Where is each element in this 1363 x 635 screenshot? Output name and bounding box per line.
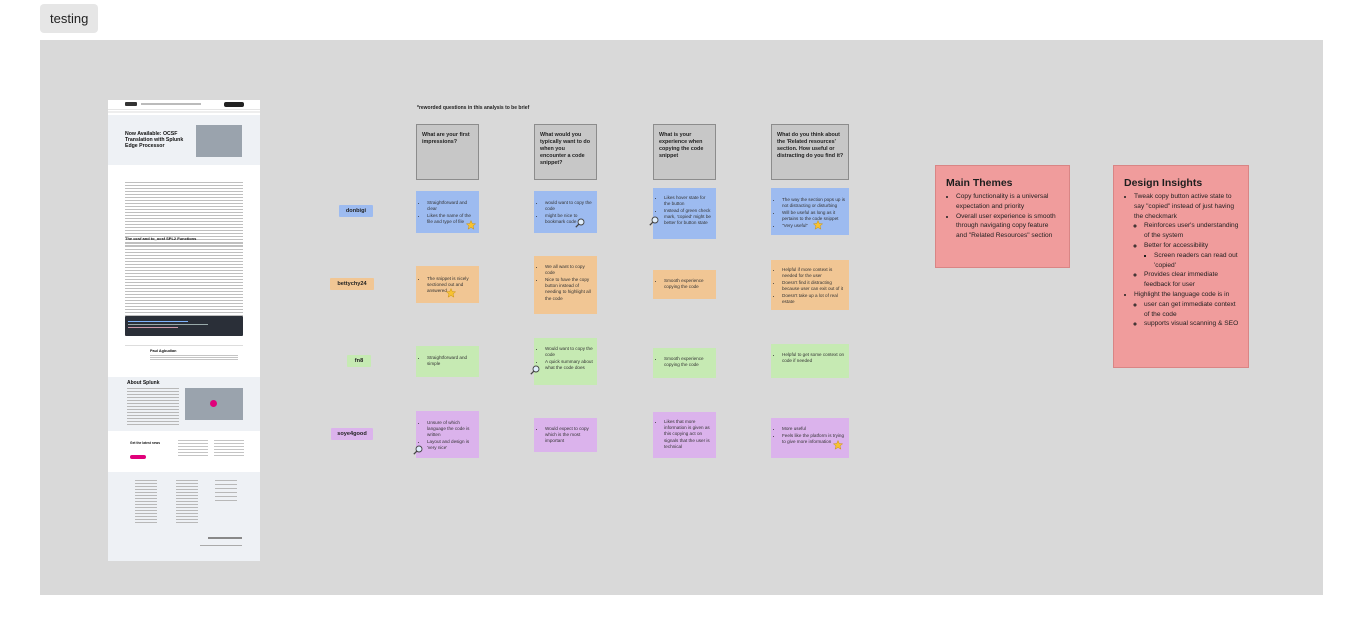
sticky-note-r4-c3[interactable]: Likes that more information is given as … xyxy=(653,412,716,458)
star-sticker-icon[interactable] xyxy=(466,220,476,230)
about-splunk-section: About Splunk xyxy=(108,377,260,431)
participant-label-bettychy24[interactable]: bettychy24 xyxy=(330,278,374,290)
participant-label-fn8[interactable]: fn8 xyxy=(347,355,371,367)
about-video xyxy=(185,388,243,420)
sticky-note-r3-c4[interactable]: Helpful to get some context on code if n… xyxy=(771,344,849,378)
sticky-note-r2-c1[interactable]: The snippet is nicely sectioned out and … xyxy=(416,266,479,303)
thumbnail-nav xyxy=(108,100,260,110)
sticky-note-r4-c2[interactable]: Would expect to copy which is the most i… xyxy=(534,418,597,452)
question-card-3[interactable]: What is your experience when copying the… xyxy=(653,124,716,180)
tab-testing[interactable]: testing xyxy=(40,4,99,33)
sticky-note-r1-c1[interactable]: Straightforward and clearLikes the name … xyxy=(416,191,479,233)
sticky-note-r1-c3[interactable]: Likes hover state for the buttonInstead … xyxy=(653,188,716,239)
star-sticker-icon[interactable] xyxy=(446,288,456,298)
main-themes-title: Main Themes xyxy=(946,177,1013,189)
hero-image xyxy=(196,125,242,157)
sticky-note-r2-c2[interactable]: We all want to copy codeNice to have the… xyxy=(534,256,597,314)
play-icon xyxy=(210,400,217,407)
insight-item: Highlight the language code is in user c… xyxy=(1134,290,1240,329)
magnifier-sticker-icon[interactable] xyxy=(649,216,659,226)
main-themes-card[interactable]: Main Themes Copy functionality is a univ… xyxy=(935,165,1070,268)
author-name: Paul Agbudian xyxy=(150,349,177,353)
article-body-text-2 xyxy=(125,243,243,316)
participant-label-donbigi[interactable]: donbigi xyxy=(339,205,373,217)
sticky-note-r1-c2[interactable]: would want to copy the codemight be nice… xyxy=(534,191,597,233)
article-body-text xyxy=(125,182,243,247)
thumbnail-hero: Now Available: OCSF Translation with Spl… xyxy=(108,115,260,165)
main-theme-item: Overall user experience is smooth throug… xyxy=(956,212,1061,241)
magnifier-sticker-icon[interactable] xyxy=(413,445,423,455)
question-card-4[interactable]: What do you think about the 'Related res… xyxy=(771,124,849,180)
board-header-note: *reworded questions in this analysis to … xyxy=(417,105,530,111)
splunk-logo xyxy=(125,102,137,106)
code-snippet-block xyxy=(125,316,243,336)
thumbnail-headline: Now Available: OCSF Translation with Spl… xyxy=(125,131,184,149)
sticky-note-r1-c4[interactable]: The way the section pops up is not distr… xyxy=(771,188,849,235)
thumbnail-footer xyxy=(108,472,260,561)
magnifier-sticker-icon[interactable] xyxy=(575,218,585,228)
sticky-note-r2-c4[interactable]: Helpful if more context is needed for th… xyxy=(771,260,849,310)
sticky-note-r3-c3[interactable]: Smooth experience copying the code xyxy=(653,348,716,378)
star-sticker-icon[interactable] xyxy=(813,220,823,230)
sticky-note-r3-c2[interactable]: Would want to copy the codeA quick summa… xyxy=(534,338,597,385)
question-card-2[interactable]: What would you typically want to do when… xyxy=(534,124,597,180)
sticky-note-r3-c1[interactable]: Straightforward and simple xyxy=(416,346,479,377)
subscribe-button xyxy=(130,455,146,459)
design-insights-title: Design Insights xyxy=(1124,177,1203,189)
sticky-note-r4-c1[interactable]: Unsure of which language the code is wri… xyxy=(416,411,479,458)
sticky-note-r4-c4[interactable]: More usefulFeels like the platform is tr… xyxy=(771,418,849,458)
design-insights-card[interactable]: Design Insights Tweak copy button active… xyxy=(1113,165,1249,368)
whiteboard-canvas[interactable]: Now Available: OCSF Translation with Spl… xyxy=(40,40,1323,595)
main-theme-item: Copy functionality is a universal expect… xyxy=(956,192,1061,212)
insight-item: Tweak copy button active state to say "c… xyxy=(1134,192,1240,290)
sticky-note-r2-c3[interactable]: Smooth experience copying the code xyxy=(653,270,716,299)
star-sticker-icon[interactable] xyxy=(833,440,843,450)
section-heading: The ocsf and to_ocsf SPL2 Functions xyxy=(125,236,197,241)
splunk-page-screenshot: Now Available: OCSF Translation with Spl… xyxy=(108,100,260,561)
participant-label-soye4good[interactable]: soye4good xyxy=(331,428,373,440)
magnifier-sticker-icon[interactable] xyxy=(530,365,540,375)
newsletter-heading: Get the latest news xyxy=(130,441,161,445)
question-card-1[interactable]: What are your first impressions? xyxy=(416,124,479,180)
about-heading: About Splunk xyxy=(127,380,160,386)
